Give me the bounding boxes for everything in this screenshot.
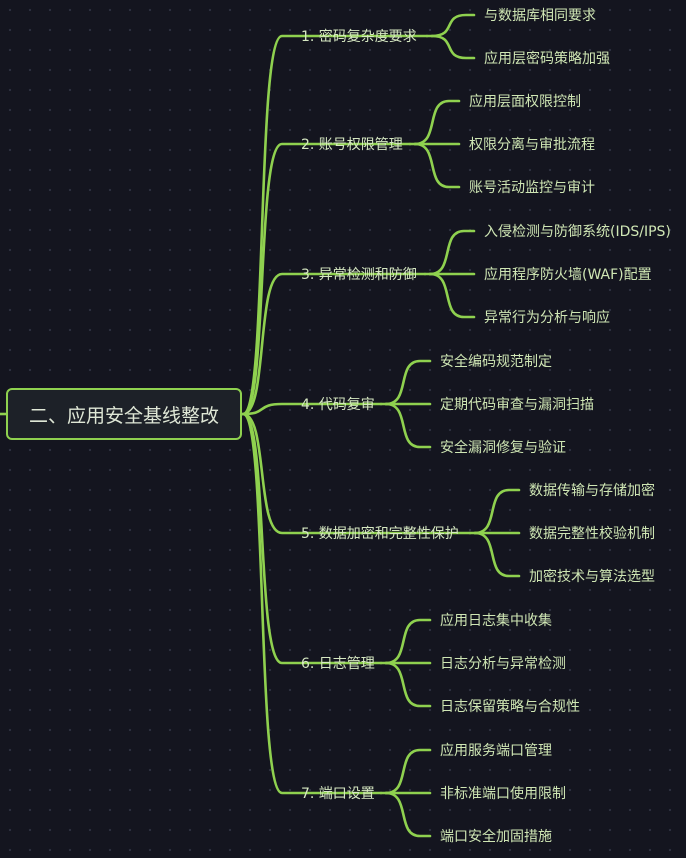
root-node-label: 二、应用安全基线整改 xyxy=(28,404,219,427)
leaf-connector xyxy=(384,618,432,665)
leaf-connector xyxy=(428,272,476,319)
leaf-connector xyxy=(413,99,461,146)
branch-connector xyxy=(241,412,472,535)
branch-connector xyxy=(241,142,412,416)
root-node[interactable]: 二、应用安全基线整改 xyxy=(6,388,242,440)
leaf-connector xyxy=(473,488,521,535)
leaf-node[interactable]: 日志保留策略与合规性 xyxy=(440,699,580,715)
leaf-node[interactable]: 端口安全加固措施 xyxy=(440,829,552,845)
leaf-node[interactable]: 定期代码审查与漏洞扫描 xyxy=(440,397,594,413)
leaf-node[interactable]: 数据传输与存储加密 xyxy=(529,483,655,499)
leaf-node[interactable]: 应用层面权限控制 xyxy=(469,94,581,110)
branch-connector xyxy=(241,412,383,795)
leaf-node[interactable]: 权限分离与审批流程 xyxy=(469,137,595,153)
leaf-node[interactable]: 应用服务端口管理 xyxy=(440,743,552,759)
leaf-node[interactable]: 应用程序防火墙(WAF)配置 xyxy=(484,267,652,283)
leaf-node[interactable]: 安全漏洞修复与验证 xyxy=(440,440,566,456)
branch-connector xyxy=(241,34,429,416)
branch-node[interactable]: 6. 日志管理 xyxy=(301,656,375,672)
branch-node[interactable]: 5. 数据加密和完整性保护 xyxy=(301,526,459,542)
leaf-node[interactable]: 日志分析与异常检测 xyxy=(440,656,566,672)
branch-node[interactable]: 1. 密码复杂度要求 xyxy=(301,29,417,45)
leaf-connector xyxy=(428,229,476,276)
leaf-node[interactable]: 账号活动监控与审计 xyxy=(469,180,595,196)
branch-connector xyxy=(241,402,383,416)
leaf-node[interactable]: 加密技术与算法选型 xyxy=(529,569,655,585)
branch-node[interactable]: 3. 异常检测和防御 xyxy=(301,267,417,283)
leaf-connector xyxy=(473,531,521,578)
leaf-node[interactable]: 与数据库相同要求 xyxy=(484,8,596,24)
leaf-node[interactable]: 数据完整性校验机制 xyxy=(529,526,655,542)
branch-node[interactable]: 2. 账号权限管理 xyxy=(301,137,403,153)
leaf-node[interactable]: 非标准端口使用限制 xyxy=(440,786,566,802)
leaf-connector xyxy=(430,13,476,38)
leaf-connector xyxy=(413,142,461,189)
leaf-node[interactable]: 入侵检测与防御系统(IDS/IPS) xyxy=(484,224,671,240)
leaf-connector xyxy=(384,402,432,449)
leaf-node[interactable]: 安全编码规范制定 xyxy=(440,354,552,370)
leaf-node[interactable]: 应用日志集中收集 xyxy=(440,613,552,629)
leaf-connector xyxy=(384,359,432,406)
branch-node[interactable]: 4. 代码复审 xyxy=(301,397,375,413)
branch-connector xyxy=(241,412,383,665)
leaf-node[interactable]: 异常行为分析与响应 xyxy=(484,310,610,326)
leaf-connector xyxy=(384,661,432,708)
branch-node[interactable]: 7. 端口设置 xyxy=(301,786,375,802)
leaf-node[interactable]: 应用层密码策略加强 xyxy=(484,51,610,67)
branch-connector xyxy=(241,272,427,416)
leaf-connector xyxy=(384,791,432,838)
leaf-connector xyxy=(430,34,476,60)
leaf-connector xyxy=(384,748,432,795)
